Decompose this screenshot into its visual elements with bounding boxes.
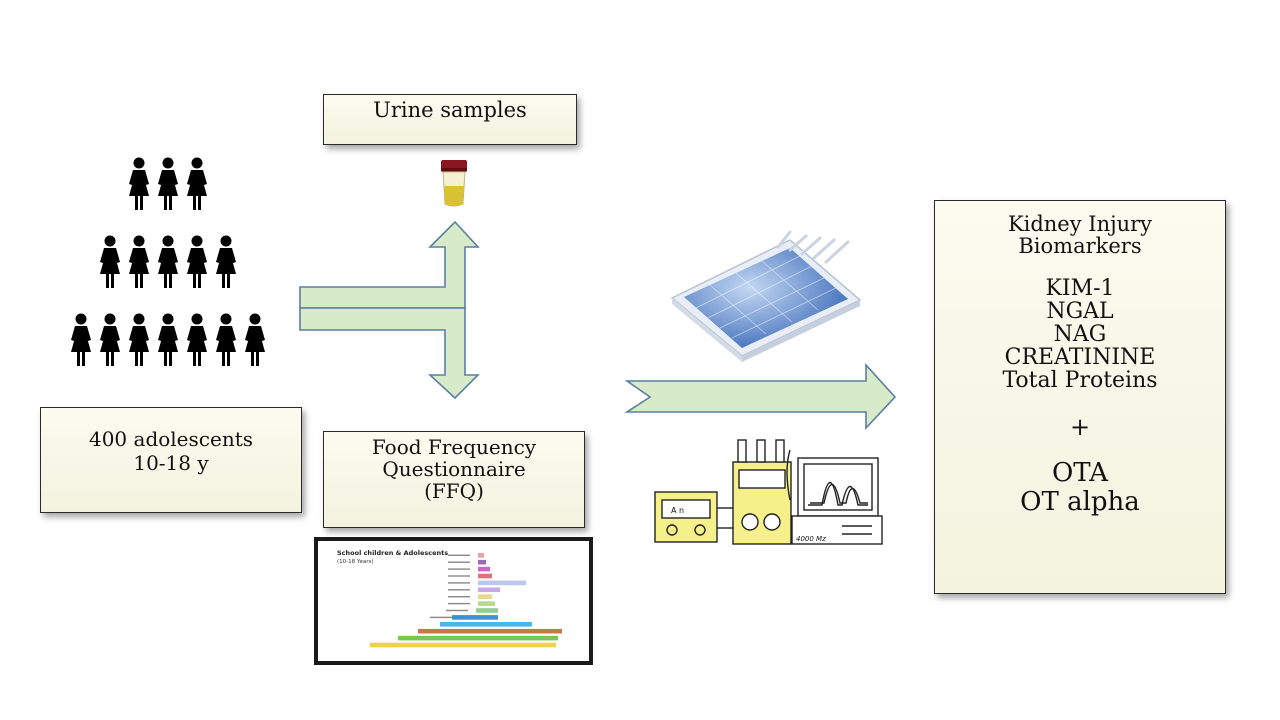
biomarkers-list: KIM-1 NGAL NAG CREATININE Total Proteins [935,276,1225,394]
ffq-bar [478,594,492,599]
urine-samples-box: Urine samples [323,94,577,145]
process-arrow [624,362,897,431]
ffq-bar-label-placeholder [448,582,470,584]
split-arrow [299,220,480,400]
ffq-chart-thumbnail: School children & Adolescents (10-18 Yea… [314,537,593,665]
instrument-screen-text: A n [671,506,684,515]
ffq-bar [398,635,558,641]
ffq-line1: Food Frequency [371,435,537,459]
instrument-label: 4000 Mz [796,535,826,543]
toxin-item: OTA [1051,457,1108,488]
ffq-bar-label-placeholder [448,589,470,591]
ffq-bar-label-placeholder [430,616,452,619]
biomarker-item: KIM-1 [1045,276,1115,302]
plus-sign: + [1069,412,1091,441]
toxins-list: OTA OT alpha [935,457,1225,518]
ffq-bar-label-placeholder [446,609,468,612]
ffq-line2: Questionnaire [382,457,526,481]
ffq-box: Food Frequency Questionnaire (FFQ) [323,431,585,528]
ffq-bar-label-placeholder [448,602,470,605]
biomarker-item: Total Proteins [1002,368,1158,394]
ffq-bar [418,628,562,634]
ffq-bar [478,566,490,572]
ffq-bar [478,573,492,579]
ffq-bar [478,553,484,558]
ffq-bar [478,601,495,606]
ffq-bar [476,608,498,613]
adolescents-age-label: 10-18 y [133,451,209,475]
ffq-chart-subtitle: (10-18 Years) [337,559,374,565]
urine-samples-label: Urine samples [373,98,527,122]
urine-cup-icon [441,160,467,207]
ffq-bar-label-placeholder [448,554,470,556]
adolescents-count-label: 400 adolescents [88,427,253,451]
ffq-bar [478,580,526,586]
ffq-bar [478,587,500,593]
ffq-bar-label-placeholder [448,596,470,598]
biomarker-item: CREATININE [1004,345,1156,371]
adolescents-group-icon [71,157,265,366]
microplate-icon [670,230,862,362]
ffq-bar-label-placeholder [448,561,470,563]
biomarker-item: NGAL [1046,299,1114,325]
ffq-line3: (FFQ) [424,479,484,503]
ffq-bar-label-placeholder [448,568,470,570]
adolescents-box: 400 adolescents 10-18 y [40,407,302,513]
lab-instrument-icon [654,439,883,545]
ffq-bar [440,622,532,627]
toxin-item: OT alpha [1020,487,1140,518]
ffq-chart-title: School children & Adolescents [337,549,448,557]
ffq-bar-label-placeholder [448,575,470,577]
ffq-bar [478,559,486,565]
ffq-bar [452,615,498,620]
ffq-bar [370,642,556,648]
biomarkers-box: Kidney Injury Biomarkers KIM-1 NGAL NAG … [934,200,1226,594]
biomarkers-title-line1: Kidney Injury [1007,212,1153,236]
biomarker-item: NAG [1053,322,1107,348]
biomarkers-title-line2: Biomarkers [1018,234,1142,259]
